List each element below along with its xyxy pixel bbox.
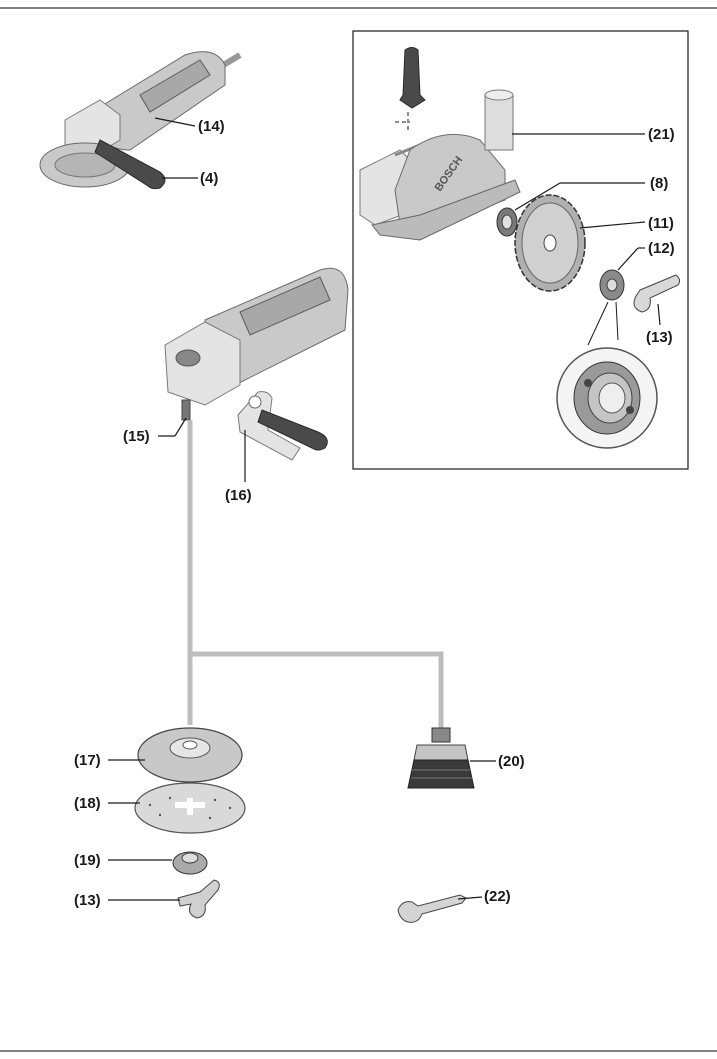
leader-11 [579,221,646,229]
label-8: (8) [650,175,668,192]
two-pin-spanner-top [633,274,681,313]
label-15: (15) [123,428,150,445]
label-16: (16) [225,487,252,504]
leader-8 [514,182,561,211]
label-13-top: (13) [646,329,673,346]
leader-15 [174,417,187,437]
label-11: (11) [648,215,674,232]
leader-12 [617,247,639,271]
label-4: (4) [200,170,218,187]
leader-13-top [657,303,661,326]
clamping-nut [599,269,625,301]
label-22: (22) [484,888,511,905]
connector-lines [187,420,444,730]
clamping-nut-detail [556,347,658,449]
open-end-spanner [397,894,467,923]
protective-guard-part [237,391,328,461]
inset-frame [352,30,689,470]
round-nut [172,851,208,875]
label-14: (14) [198,118,225,135]
label-13-bottom: (13) [74,892,101,909]
label-18: (18) [74,795,101,812]
label-17: (17) [74,752,101,769]
zoom-line-right [615,301,619,341]
leader-22 [457,896,483,900]
label-12: (12) [648,240,675,257]
label-19: (19) [74,852,101,869]
label-21: (21) [648,126,675,143]
cup-brush [407,727,475,789]
leader-14 [154,117,196,127]
zoom-line-left [587,301,609,346]
sanding-sheet [134,782,246,834]
diamond-cutting-disc [514,194,586,292]
mounting-flange [496,207,518,237]
two-pin-spanner-bottom [177,879,220,919]
inset-side-handle [395,47,426,130]
label-20: (20) [498,753,525,770]
angle-grinder-bare [164,267,349,421]
angle-grinder-with-handle [39,51,242,190]
cutting-guard-with-extraction: BOSCH [371,89,521,241]
grinding-disc [137,727,243,783]
